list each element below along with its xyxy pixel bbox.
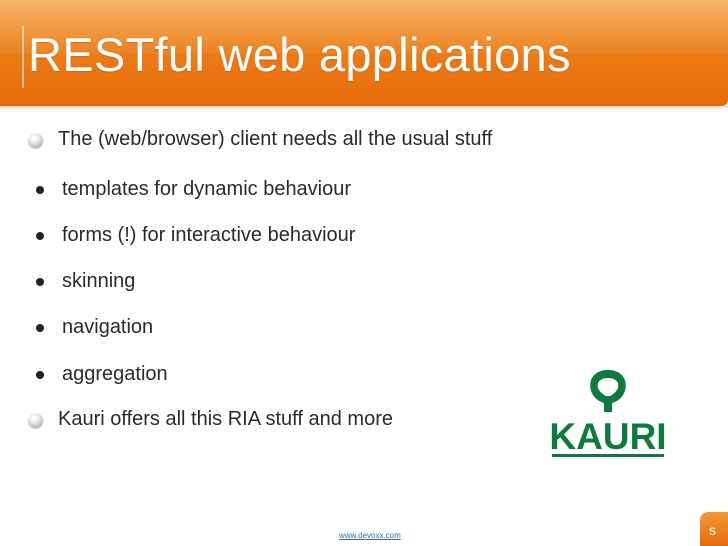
kauri-wordmark: KAURI <box>550 416 666 457</box>
sub-bullet-text: navigation <box>62 316 154 338</box>
title-bar: RESTful web applications <box>0 0 728 106</box>
devoxx-link[interactable]: www.devoxx.com <box>339 531 401 540</box>
corner-tab <box>700 512 728 546</box>
corner-letter: s <box>709 522 716 538</box>
title-shadow <box>0 106 728 110</box>
sub-bullet-text: templates for dynamic behaviour <box>62 178 352 200</box>
kauri-logo: KAURI <box>550 368 666 458</box>
sub-bullet-text: forms (!) for interactive behaviour <box>62 224 356 246</box>
kauri-tree-icon <box>552 370 664 457</box>
sub-bullet-text: aggregation <box>62 363 168 385</box>
bullet-dot-icon <box>36 371 44 379</box>
bullet-ball-icon <box>28 133 43 148</box>
sub-bullet-text: skinning <box>62 270 136 292</box>
title-accent-rule <box>22 26 36 88</box>
slide-title: RESTful web applications <box>28 28 571 81</box>
kauri-logo-text: KAURI <box>550 416 666 457</box>
bullet-dot-icon <box>36 186 44 194</box>
bullet-dot-icon <box>36 324 44 332</box>
bullet-text: Kauri offers all this RIA stuff and more <box>58 408 393 430</box>
bullet-text: The (web/browser) client needs all the u… <box>58 128 493 150</box>
bullet-dot-icon <box>36 278 44 286</box>
title-shine <box>0 0 728 54</box>
bullet-dot-icon <box>36 232 44 240</box>
bullet-ball-icon <box>28 413 43 428</box>
